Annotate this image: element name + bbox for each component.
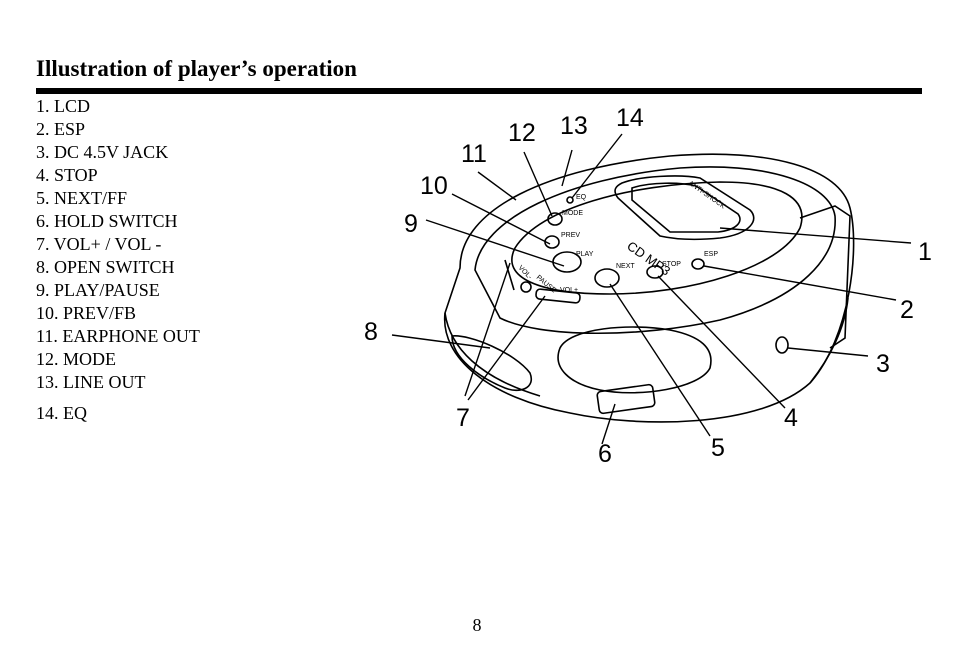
page-title: Illustration of player’s operation — [36, 56, 357, 81]
player-illustration: ANTI-SHOCK CD MP3 ESP STOP NEXT PLAY PRE… — [391, 133, 912, 445]
callout-13: 13 — [560, 112, 588, 140]
leader-line — [451, 193, 551, 245]
callout-7: 7 — [456, 404, 470, 432]
list-item: 3. DC 4.5V JACK — [36, 142, 169, 162]
callout-3: 3 — [876, 350, 890, 378]
mode-button — [547, 212, 563, 226]
leader-line — [703, 265, 897, 301]
volume-minus-mark — [504, 259, 515, 291]
list-item: 11. EARPHONE OUT — [36, 326, 200, 346]
esp-button — [691, 258, 705, 270]
mode-label: MODE — [562, 210, 583, 217]
list-item: 6. HOLD SWITCH — [36, 211, 178, 231]
hold-switch — [596, 383, 656, 415]
callout-6: 6 — [598, 440, 612, 468]
dc-jack — [775, 336, 789, 354]
lcd-inner — [631, 182, 741, 233]
list-item: 5. NEXT/FF — [36, 188, 128, 208]
callout-14: 14 — [616, 104, 644, 132]
leader-line — [719, 227, 912, 244]
play-label: PLAY — [576, 251, 594, 258]
stop-label: STOP — [662, 261, 681, 268]
list-item: 13. LINE OUT — [36, 372, 146, 392]
callout-11: 11 — [461, 140, 487, 168]
esp-label: ESP — [704, 251, 718, 258]
leader-line — [391, 334, 491, 349]
cd-mp3-label: CD MP3 — [624, 238, 673, 278]
eq-label: EQ — [576, 194, 587, 201]
anti-shock-label: ANTI-SHOCK — [687, 180, 727, 211]
list-item: 7. VOL+ / VOL - — [36, 234, 162, 254]
list-item: 12. MODE — [36, 349, 116, 369]
leader-line — [477, 171, 517, 201]
callout-1: 1 — [918, 238, 932, 266]
callout-4: 4 — [784, 404, 798, 432]
list-item: 4. STOP — [36, 165, 98, 185]
leader-line — [609, 283, 711, 437]
parts-list: 1. LCD 2. ESP 3. DC 4.5V JACK 4. STOP 5.… — [36, 95, 200, 425]
leader-line — [787, 347, 869, 357]
hinge — [799, 205, 851, 349]
open-switch-recess — [451, 335, 533, 392]
vol-plus-label: VOL+ — [560, 287, 578, 294]
callout-9: 9 — [404, 210, 418, 238]
callout-10: 10 — [420, 172, 448, 200]
player-diagram: ANTI-SHOCK CD MP3 ESP STOP NEXT PLAY PRE… — [340, 98, 940, 488]
leader-line — [467, 295, 546, 401]
earphone-jack — [520, 281, 532, 293]
title-underline — [36, 88, 922, 94]
leader-line — [601, 403, 616, 445]
callout-8: 8 — [364, 318, 378, 346]
list-item: 9. PLAY/PAUSE — [36, 280, 160, 300]
list-item: 2. ESP — [36, 119, 86, 139]
volume-slider — [535, 288, 581, 304]
front-recess — [557, 326, 712, 394]
page-number: 8 — [472, 615, 482, 635]
leader-line — [425, 219, 565, 267]
list-item: 10. PREV/FB — [36, 303, 137, 323]
eq-button — [566, 196, 574, 204]
callout-2: 2 — [900, 296, 914, 324]
callout-12: 12 — [508, 119, 536, 147]
leader-line — [571, 133, 623, 199]
prev-label: PREV — [561, 232, 580, 239]
leader-line — [657, 275, 786, 409]
list-item: 8. OPEN SWITCH — [36, 257, 175, 277]
leader-lines — [391, 133, 912, 445]
stop-button — [646, 265, 664, 279]
player-lid — [474, 166, 836, 335]
lcd-window — [614, 175, 755, 241]
leader-line — [561, 149, 573, 187]
next-button — [594, 268, 620, 288]
list-item: 14. EQ — [36, 403, 87, 423]
callout-5: 5 — [711, 434, 725, 462]
player-body — [443, 153, 855, 423]
leader-line — [464, 262, 511, 397]
leader-line — [523, 151, 553, 217]
list-item: 1. LCD — [36, 96, 90, 116]
next-label: NEXT — [616, 263, 635, 270]
